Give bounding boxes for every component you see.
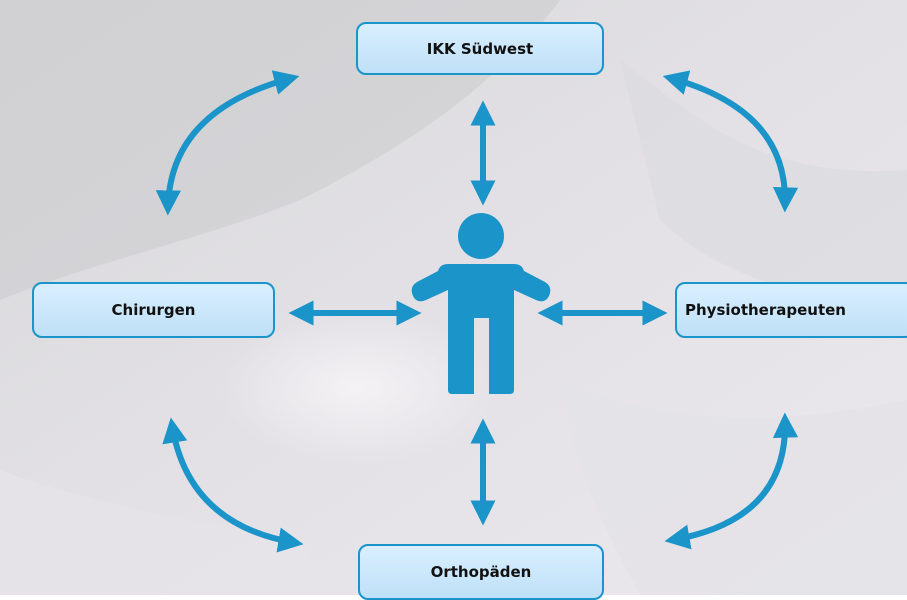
node-chirurgen: Chirurgen <box>32 282 275 338</box>
arrow-curve-bottom-right <box>664 412 799 550</box>
node-chirurgen-label: Chirurgen <box>111 301 196 319</box>
node-physiotherapeuten-label: Physiotherapeuten <box>685 301 846 319</box>
arrow-curve-top-left <box>155 70 300 216</box>
node-ikk-suedwest-label: IKK Südwest <box>426 39 534 58</box>
arrow-curve-top-right <box>662 70 799 213</box>
arrow-curve-bottom-left <box>162 417 304 553</box>
node-ikk-suedwest: IKK Südwest <box>356 22 604 75</box>
node-orthopaeden: Orthopäden <box>358 544 604 600</box>
node-orthopaeden-label: Orthopäden <box>430 563 532 581</box>
node-physiotherapeuten: Physiotherapeuten <box>675 282 907 338</box>
person-icon <box>411 213 551 394</box>
